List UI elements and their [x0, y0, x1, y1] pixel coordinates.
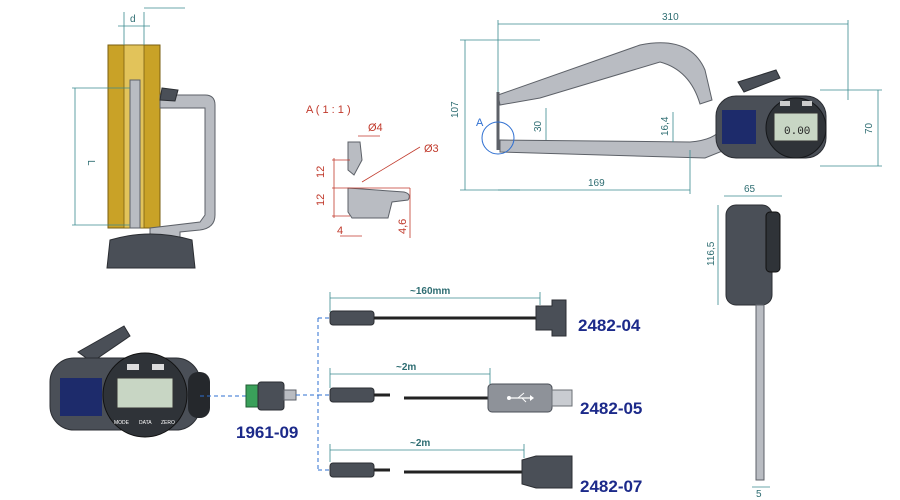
dim-section-12a: 12 [315, 166, 327, 178]
usb-connector-tip [551, 389, 573, 407]
usb-icon [507, 392, 534, 403]
gauge-overall-view: 0.00 310 107 A 30 16,4 70 169 [450, 12, 882, 194]
side-housing [725, 204, 773, 306]
display-reading: 0.00 [784, 126, 810, 138]
adapter-1961-09: 1961-09 [236, 317, 330, 471]
dim-d: d [130, 14, 136, 25]
dim-65: 65 [744, 184, 756, 195]
cable-2482-07: ~2m 2482-07 [329, 438, 642, 496]
dim-section-4: 4 [337, 225, 343, 237]
dim-diam-3: Ø3 [424, 143, 439, 155]
cable-07-connector [521, 455, 573, 489]
dim-16-4: 16,4 [660, 116, 671, 136]
dim-section-12b: 12 [315, 194, 327, 206]
cable-05-plug [329, 387, 375, 403]
btn-mode: MODE [114, 420, 130, 426]
section-a-detail: A ( 1 : 1 ) Ø4 Ø3 12 12 4 4,6 [306, 104, 439, 238]
dim-diam-4: Ø4 [368, 122, 383, 134]
display-screen [773, 112, 819, 142]
instrument-housing [106, 233, 196, 269]
cable-2482-04: ~160mm 2482-04 [329, 286, 641, 337]
part-2482-07: 2482-07 [580, 477, 642, 496]
cable-04-connector [535, 299, 567, 337]
cable-2482-05: ~2m 2482-05 [329, 362, 642, 418]
dim-cable-2m-a: ~2m [396, 362, 416, 373]
dim-310: 310 [662, 12, 679, 23]
dim-116-5: 116,5 [706, 241, 717, 266]
gauge-front-view: MODE DATA ZERO [49, 325, 250, 438]
part-2482-04: 2482-04 [578, 316, 641, 335]
cable-07-plug [329, 462, 375, 478]
front-blue-panel [60, 378, 102, 416]
section-probe-lower [347, 187, 410, 219]
dim-cable-160mm: ~160mm [410, 286, 450, 297]
contact-tip [159, 87, 179, 102]
adapter-body [257, 381, 285, 411]
part-2482-05: 2482-05 [580, 399, 642, 418]
dim-169: 169 [588, 178, 605, 189]
section-title: A ( 1 : 1 ) [306, 104, 351, 116]
dim-section-4-6: 4,6 [397, 219, 409, 234]
dim-cable-2m-b: ~2m [410, 438, 430, 449]
side-probe [755, 304, 765, 481]
side-knurl [765, 211, 781, 273]
blue-label-panel [722, 110, 756, 144]
front-screen [116, 377, 174, 409]
gauge-side-view: 65 116,5 5 [706, 184, 782, 500]
dim-5: 5 [756, 489, 762, 500]
dim-l: L [85, 160, 96, 166]
dim-107: 107 [450, 101, 461, 118]
outer-jaw [149, 94, 216, 241]
inner-jaw [129, 79, 141, 229]
section-marker-circle [481, 121, 515, 155]
btn-zero: ZERO [161, 420, 175, 426]
lever [737, 69, 781, 93]
front-knurl [188, 372, 210, 418]
upper-arm [497, 42, 713, 106]
dim-70: 70 [864, 122, 875, 134]
part-1961-09: 1961-09 [236, 423, 298, 442]
front-lever [77, 325, 131, 363]
section-marker-a: A [476, 117, 484, 129]
cable-04-plug [329, 310, 375, 326]
dim-30: 30 [533, 120, 544, 132]
bore-measurement-view: d L [72, 7, 216, 269]
section-probe-upper [347, 141, 363, 176]
btn-data: DATA [139, 420, 152, 426]
